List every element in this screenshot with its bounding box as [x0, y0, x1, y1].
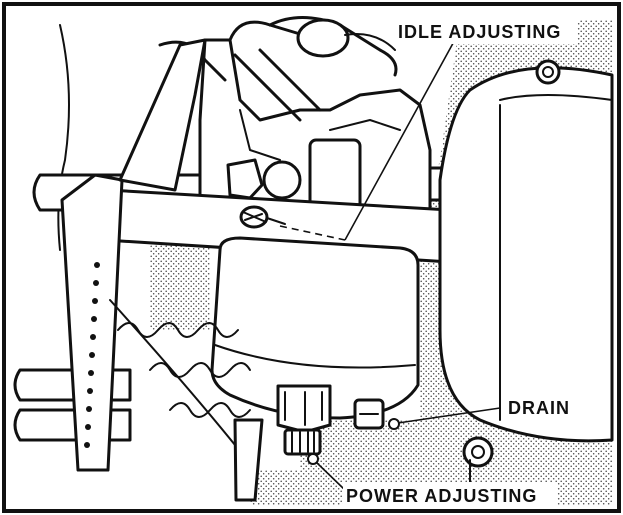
power-adjusting-label: POWER ADJUSTING [346, 486, 537, 506]
callout-labels: IDLE ADJUSTING DRAIN POWER ADJUSTING [343, 18, 577, 508]
control-lever [60, 38, 207, 472]
background-tank-edge [57, 24, 70, 251]
idle-leader-line [344, 35, 458, 241]
power-leader-line [315, 461, 346, 491]
choke-knob [296, 18, 350, 58]
drain-leader-dot [388, 418, 400, 430]
power-label-backdrop [343, 482, 557, 508]
power-leader-dot [307, 453, 319, 465]
power-adjusting-needle [276, 384, 332, 456]
drain-label-backdrop [505, 396, 577, 420]
drain-label: DRAIN [508, 398, 570, 418]
drain-plug [353, 398, 385, 430]
drain-leader-line [397, 407, 501, 424]
idle-label-backdrop [393, 18, 577, 44]
leader-lines [279, 35, 501, 491]
lower-link [233, 418, 264, 502]
idle-adjusting-screw [239, 205, 286, 229]
idle-adjusting-label: IDLE ADJUSTING [398, 22, 561, 42]
linkage-arm [344, 33, 396, 51]
blower-housing [438, 59, 614, 491]
